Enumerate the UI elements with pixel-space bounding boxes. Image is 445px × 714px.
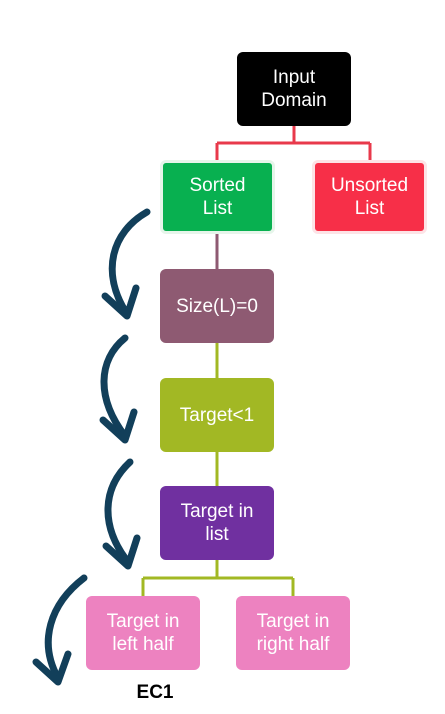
node-target-in-list-label: Target in list xyxy=(180,501,254,545)
node-target-less-than-one: Target<1 xyxy=(160,378,274,452)
node-unsorted-list: Unsorted List xyxy=(312,160,427,234)
connector-input-split xyxy=(215,126,372,160)
node-target-left-half: Target in left half xyxy=(86,596,200,670)
node-input-domain: Input Domain xyxy=(237,52,351,126)
node-sorted-list-label: Sorted List xyxy=(189,175,246,219)
node-target-less-than-one-label: Target<1 xyxy=(179,404,255,426)
node-size-zero-label: Size(L)=0 xyxy=(176,295,258,317)
curved-arrow-icon xyxy=(99,334,138,444)
node-target-right-half: Target in right half xyxy=(236,596,350,670)
node-input-domain-label: Input Domain xyxy=(261,67,327,111)
node-target-right-half-label: Target in right half xyxy=(256,611,330,655)
node-size-zero: Size(L)=0 xyxy=(160,269,274,343)
connector-inlist-split xyxy=(141,560,295,596)
node-unsorted-list-label: Unsorted List xyxy=(330,175,409,219)
annotation-ec1: EC1 xyxy=(136,682,174,703)
curved-arrow-icon xyxy=(101,208,151,320)
node-sorted-list: Sorted List xyxy=(160,160,275,234)
curved-arrow-icon xyxy=(102,458,141,570)
curved-arrow-icon xyxy=(32,574,88,686)
node-target-in-list: Target in list xyxy=(160,486,274,560)
node-target-left-half-label: Target in left half xyxy=(106,611,180,655)
